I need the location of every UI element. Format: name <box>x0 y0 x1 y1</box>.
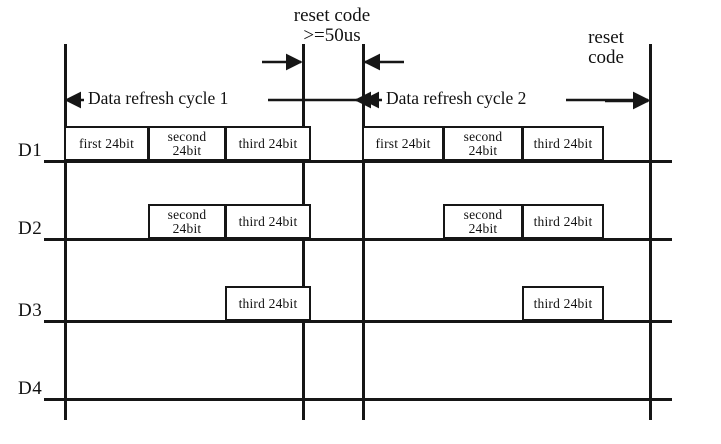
packet-text: first 24bit <box>78 135 135 151</box>
d4-baseline <box>44 398 672 401</box>
reset-code-center-line1: reset code <box>293 5 371 26</box>
packet-text: first 24bit <box>375 135 431 151</box>
packet-text: third 24bit <box>238 213 298 229</box>
row-label-d4: D4 <box>18 378 43 399</box>
d2-baseline <box>44 238 672 241</box>
d1-cycle2-packet-first: first 24bit <box>362 126 444 161</box>
packet-text: third 24bit <box>238 295 298 311</box>
reset-code-center-line2: >=50us <box>303 24 361 46</box>
d2-cycle1-packet-third: third 24bit <box>225 204 311 239</box>
row-label-d1: D1 <box>18 140 43 161</box>
d1-baseline <box>44 160 672 163</box>
packet-text-line2: 24bit <box>468 220 498 236</box>
left-frame-line <box>64 44 67 420</box>
packet-text: third 24bit <box>533 135 593 151</box>
packet-text-line2: 24bit <box>172 220 202 236</box>
cycle1-label: Data refresh cycle 1 <box>86 88 231 109</box>
cycle2-start-line <box>362 44 365 420</box>
packet-text-line1: second <box>463 206 503 222</box>
packet-text-line2: 24bit <box>172 142 202 158</box>
packet-text-line1: second <box>167 128 207 144</box>
reset-code-center-caption: reset code >=50us <box>252 6 412 46</box>
packet-text: third 24bit <box>533 295 593 311</box>
d3-baseline <box>44 320 672 323</box>
cycle2-label: Data refresh cycle 2 <box>384 88 529 109</box>
reset-code-right-line2: code <box>588 46 624 68</box>
row-label-d2: D2 <box>18 218 43 239</box>
row-label-d3: D3 <box>18 300 43 321</box>
packet-text-line1: second <box>463 128 503 144</box>
packet-text-line2: 24bit <box>468 142 498 158</box>
reset-code-right-line1: reset <box>588 27 624 48</box>
d2-cycle2-packet-third: third 24bit <box>522 204 604 239</box>
packet-text-line1: second <box>167 206 207 222</box>
packet-text: third 24bit <box>238 135 298 151</box>
packet-text: third 24bit <box>533 213 593 229</box>
right-frame-line <box>649 44 652 420</box>
d1-cycle2-packet-third: third 24bit <box>522 126 604 161</box>
d3-cycle1-packet-third: third 24bit <box>225 286 311 321</box>
d1-cycle1-packet-third: third 24bit <box>225 126 311 161</box>
d3-cycle2-packet-third: third 24bit <box>522 286 604 321</box>
reset-code-right-caption: reset code <box>565 28 647 68</box>
